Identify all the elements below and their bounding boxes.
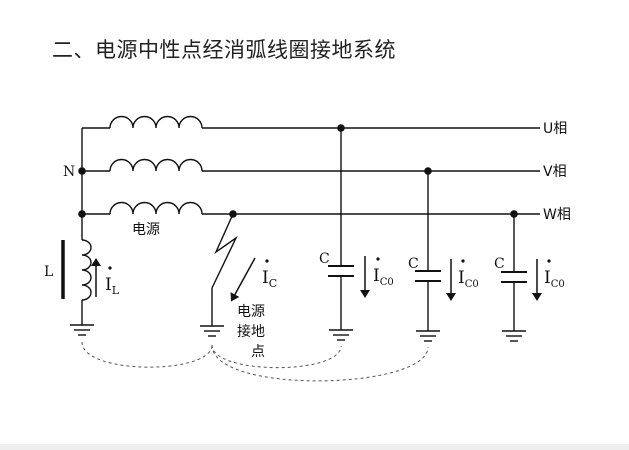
junction-dot [229,210,237,218]
cap-v-current-dot [461,259,465,263]
cap-v-current-label: IC0 [458,268,479,290]
fault-label-line-1: 电源 [237,304,265,320]
cap-u-current-dot [376,257,380,261]
phase-w-winding [109,201,203,215]
cap-w-current-label: IC0 [544,268,565,290]
earth-return-cap-u [211,344,342,369]
phase-v-winding [109,158,203,172]
junction-dot [78,167,86,175]
fault-label-line-3: 点 [251,344,265,360]
cap-u-label: C [319,251,330,267]
junction-dot [510,210,518,218]
fault-current-dot [265,259,269,263]
phase-u-winding [109,115,203,129]
cap-u-current-label: IC0 [373,266,394,288]
junction-dot [78,210,86,218]
phase-label-w: W相 [543,207,571,223]
cap-w-current-dot [547,259,551,263]
fault-path [211,213,238,289]
junction-dots [78,124,518,218]
coil-current-dot [108,266,112,270]
fault-current-label: IC [262,268,277,290]
phase-label-u: U相 [543,121,567,137]
bottom-strip [0,444,629,450]
coil-current-label: IL [105,275,120,297]
earth-return-cap-v [211,344,429,382]
junction-dot [424,167,432,175]
earth-return-coil [81,341,213,368]
junction-dot [337,124,345,132]
cap-v-label: C [408,256,419,272]
page-title: 二、电源中性点经消弧线圈接地系统 [52,38,396,62]
neutral-label: N [63,164,75,180]
cap-w-label: C [494,256,505,272]
fault-current-arrow [230,257,256,302]
fault-label-line-2: 接地 [237,323,265,340]
phase-label-v: V相 [543,164,567,180]
suppression-coil [81,239,92,301]
coil-label: L [44,264,53,280]
source-label: 电源 [132,222,160,238]
